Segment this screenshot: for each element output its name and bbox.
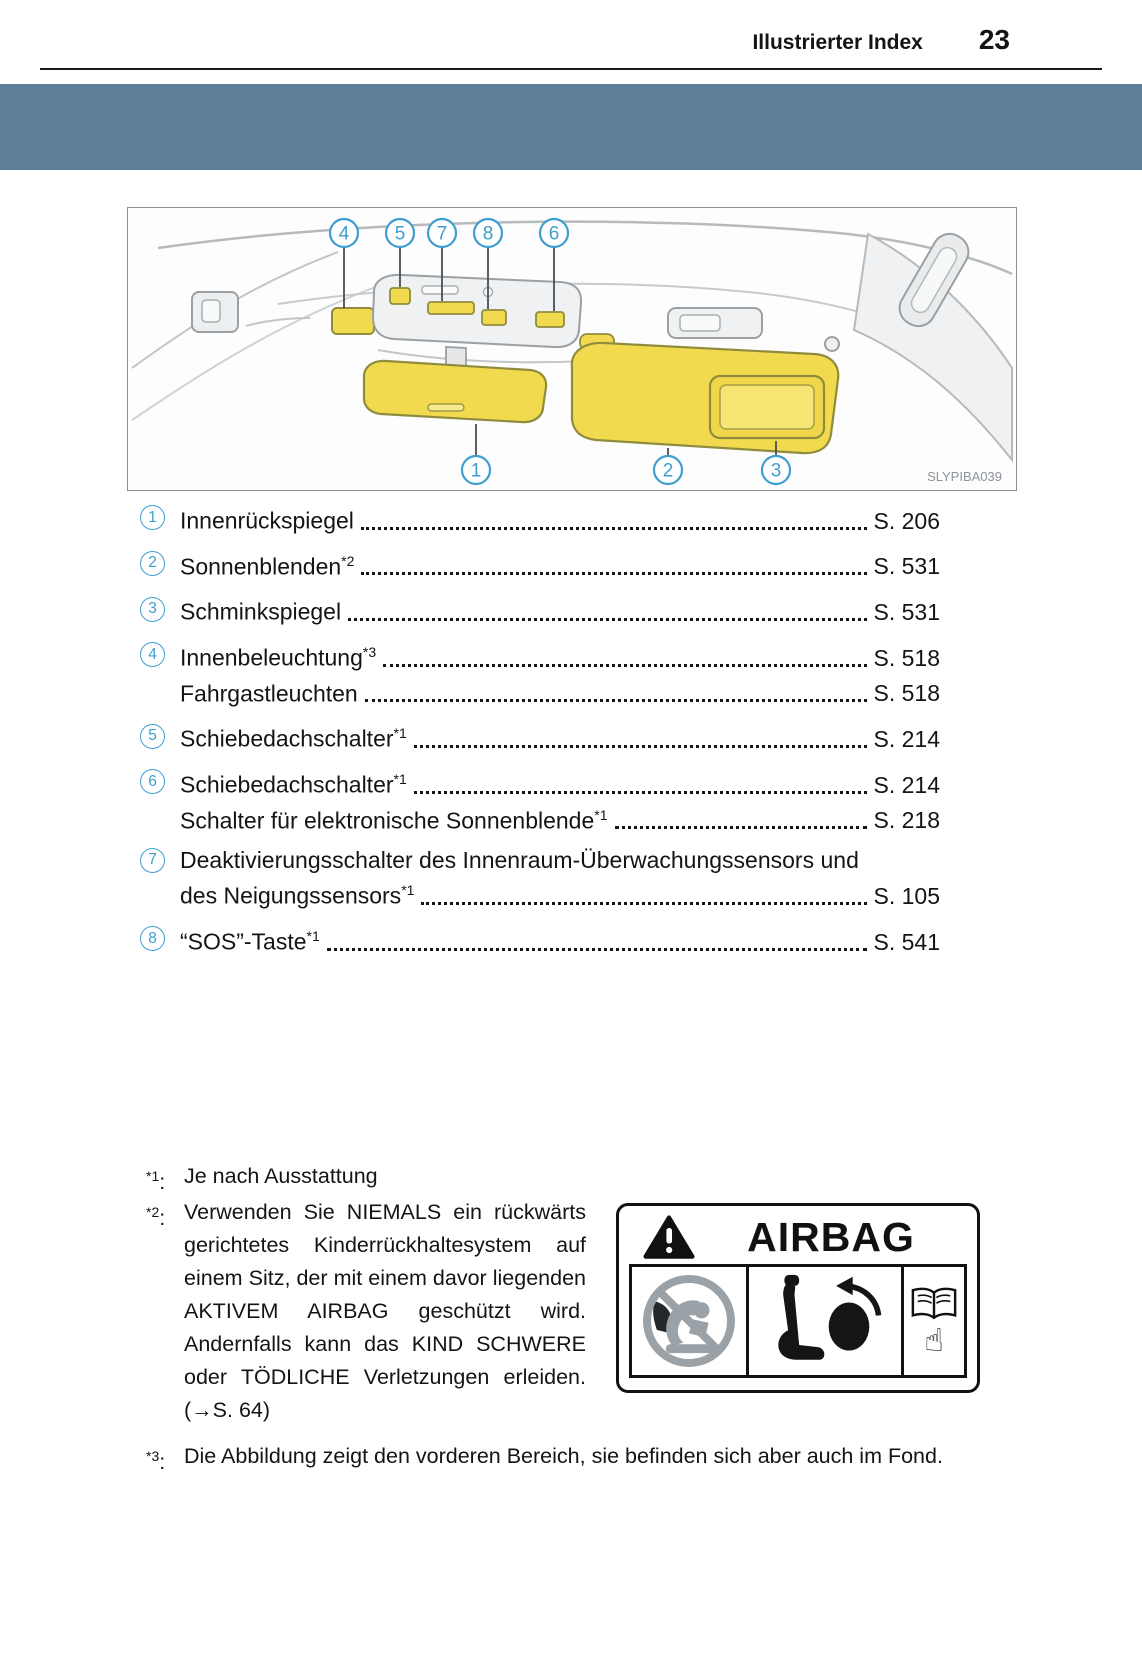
item-label: Schminkspiegel bbox=[180, 598, 342, 625]
header-title: Illustrierter Index bbox=[752, 31, 923, 54]
dot-leader bbox=[421, 901, 867, 905]
overhead-console bbox=[371, 273, 583, 349]
svg-text:8: 8 bbox=[483, 224, 494, 245]
figure-box: 4 5 7 8 6 1 2 3 SLYPIBA039 bbox=[127, 207, 1017, 491]
callout-3: 3 bbox=[760, 454, 792, 486]
item-number-badge: 2 bbox=[140, 550, 165, 576]
dot-leader bbox=[413, 744, 867, 748]
footnote-text: Die Abbildung zeigt den vorderen Bereich… bbox=[184, 1444, 943, 1468]
callout-6: 6 bbox=[538, 217, 570, 249]
footnote-marker: *1: bbox=[146, 1168, 166, 1195]
svg-text:5: 5 bbox=[395, 224, 406, 245]
airbag-label-header: AIRBAG bbox=[629, 1212, 967, 1262]
index-item-4: 4 Innenbeleuchtung*3 S. 518 Fahrgastleuc… bbox=[140, 637, 940, 708]
dot-leader bbox=[361, 572, 867, 576]
dot-leader bbox=[326, 947, 867, 951]
item-label: Deaktivierungsschalter des Innenraum-Übe… bbox=[180, 847, 859, 874]
index-item-2: 2 Sonnenblenden*2 S. 531 bbox=[140, 546, 940, 582]
page-reference: S. 531 bbox=[873, 553, 941, 580]
item-number-badge: 4 bbox=[140, 642, 165, 668]
owners-manual-icon bbox=[911, 1287, 957, 1320]
dot-leader bbox=[614, 826, 867, 830]
item-number-badge: 7 bbox=[140, 847, 165, 873]
section-color-band bbox=[0, 84, 1142, 170]
airbag-label-pictograms: ☝ bbox=[629, 1264, 967, 1378]
callout-leader-lines bbox=[343, 247, 777, 456]
grab-handle bbox=[898, 232, 970, 328]
item-number-badge: 1 bbox=[140, 505, 165, 531]
callout-1: 1 bbox=[460, 454, 492, 486]
dot-leader bbox=[364, 699, 867, 703]
index-item-6: 6 Schiebedachschalter*1 S. 214 Schalter … bbox=[140, 764, 940, 835]
item-label: Innenrückspiegel bbox=[180, 507, 354, 534]
footnote-text: Verwenden Sie NIEMALS ein rückwärts geri… bbox=[184, 1200, 586, 1422]
index-item-5: 5 Schiebedachschalter*1 S. 214 bbox=[140, 718, 940, 754]
callout-4: 4 bbox=[328, 217, 360, 249]
item-number-badge: 8 bbox=[140, 926, 165, 952]
page-reference: S. 214 bbox=[873, 725, 941, 752]
item-label: Schalter für elektronische Sonnenblende*… bbox=[180, 806, 608, 834]
footnote-marker: *2: bbox=[146, 1204, 166, 1231]
page-reference: S. 105 bbox=[873, 882, 941, 909]
interior-light-highlight bbox=[331, 307, 375, 335]
page-reference: S. 518 bbox=[873, 680, 941, 707]
svg-text:7: 7 bbox=[437, 224, 448, 245]
item-label: Sonnenblenden*2 bbox=[180, 552, 355, 580]
index-item-1: 1 Innenrückspiegel S. 206 bbox=[140, 500, 940, 536]
dot-leader bbox=[348, 617, 867, 621]
item-label: Fahrgastleuchten bbox=[180, 680, 358, 707]
page-reference: S. 531 bbox=[873, 598, 941, 625]
callout-8: 8 bbox=[472, 217, 504, 249]
footnote-3: *3: Die Abbildung zeigt den vorderen Ber… bbox=[146, 1440, 1106, 1479]
footnote-1: *1: Je nach Ausstattung bbox=[146, 1160, 378, 1199]
sunshade-switch-highlight bbox=[535, 311, 565, 328]
svg-text:1: 1 bbox=[471, 461, 482, 482]
item-label: Innenbeleuchtung*3 bbox=[180, 643, 377, 671]
page-reference: S. 206 bbox=[873, 507, 941, 534]
footnote-marker: *3: bbox=[146, 1448, 166, 1475]
svg-text:2: 2 bbox=[663, 461, 674, 482]
sunroof-switch-highlight bbox=[389, 287, 411, 305]
no-rear-facing-child-seat-icon bbox=[643, 1275, 735, 1367]
page-reference: S. 541 bbox=[873, 928, 941, 955]
figure-code: SLYPIBA039 bbox=[927, 469, 1002, 484]
svg-text:6: 6 bbox=[549, 224, 560, 245]
page-reference: S. 518 bbox=[873, 644, 941, 671]
footnote-text: Je nach Ausstattung bbox=[184, 1164, 378, 1188]
index-item-3: 3 Schminkspiegel S. 531 bbox=[140, 591, 940, 627]
page-header: Illustrierter Index 23 bbox=[40, 24, 1102, 70]
callout-2: 2 bbox=[652, 454, 684, 486]
item-label: Schiebedachschalter*1 bbox=[180, 725, 407, 752]
callout-7: 7 bbox=[426, 217, 458, 249]
item-label: “SOS”-Taste*1 bbox=[180, 927, 320, 955]
footnote-2: *2: Verwenden Sie NIEMALS ein rückwärts … bbox=[146, 1196, 586, 1427]
pointing-hand-icon: ☝ bbox=[924, 1321, 944, 1359]
svg-text:4: 4 bbox=[339, 224, 350, 245]
warning-triangle-icon bbox=[643, 1214, 695, 1259]
page-reference: S. 214 bbox=[873, 771, 941, 798]
dot-leader bbox=[360, 526, 867, 530]
rearview-mirror-highlight bbox=[362, 359, 548, 424]
callout-5: 5 bbox=[384, 217, 416, 249]
svg-text:3: 3 bbox=[771, 461, 782, 482]
item-label: Schiebedachschalter*1 bbox=[180, 770, 407, 798]
sensor-off-switch-highlight bbox=[427, 301, 475, 315]
item-number-badge: 5 bbox=[140, 723, 165, 749]
page-number: 23 bbox=[978, 24, 1010, 55]
airbag-deployment-icon bbox=[778, 1274, 882, 1360]
ceiling-illustration: 4 5 7 8 6 1 2 3 SLYPIBA039 bbox=[128, 208, 1016, 490]
airbag-label-title: AIRBAG bbox=[747, 1213, 915, 1260]
page-reference: S. 218 bbox=[873, 807, 941, 834]
index-item-8: 8 “SOS”-Taste*1 S. 541 bbox=[140, 921, 940, 957]
dot-leader bbox=[383, 663, 867, 667]
illustrated-index-list: 1 Innenrückspiegel S. 206 2 Sonnenblende… bbox=[140, 500, 940, 967]
item-label: des Neigungssensors*1 bbox=[180, 882, 415, 909]
airbag-warning-label: AIRBAG bbox=[616, 1203, 980, 1393]
sos-button-highlight bbox=[481, 309, 507, 326]
dot-leader bbox=[413, 790, 867, 794]
item-number-badge: 3 bbox=[140, 596, 165, 622]
item-number-badge: 6 bbox=[140, 769, 165, 795]
index-item-7: 7 Deaktivierungsschalter des Innenraum-Ü… bbox=[140, 845, 940, 911]
